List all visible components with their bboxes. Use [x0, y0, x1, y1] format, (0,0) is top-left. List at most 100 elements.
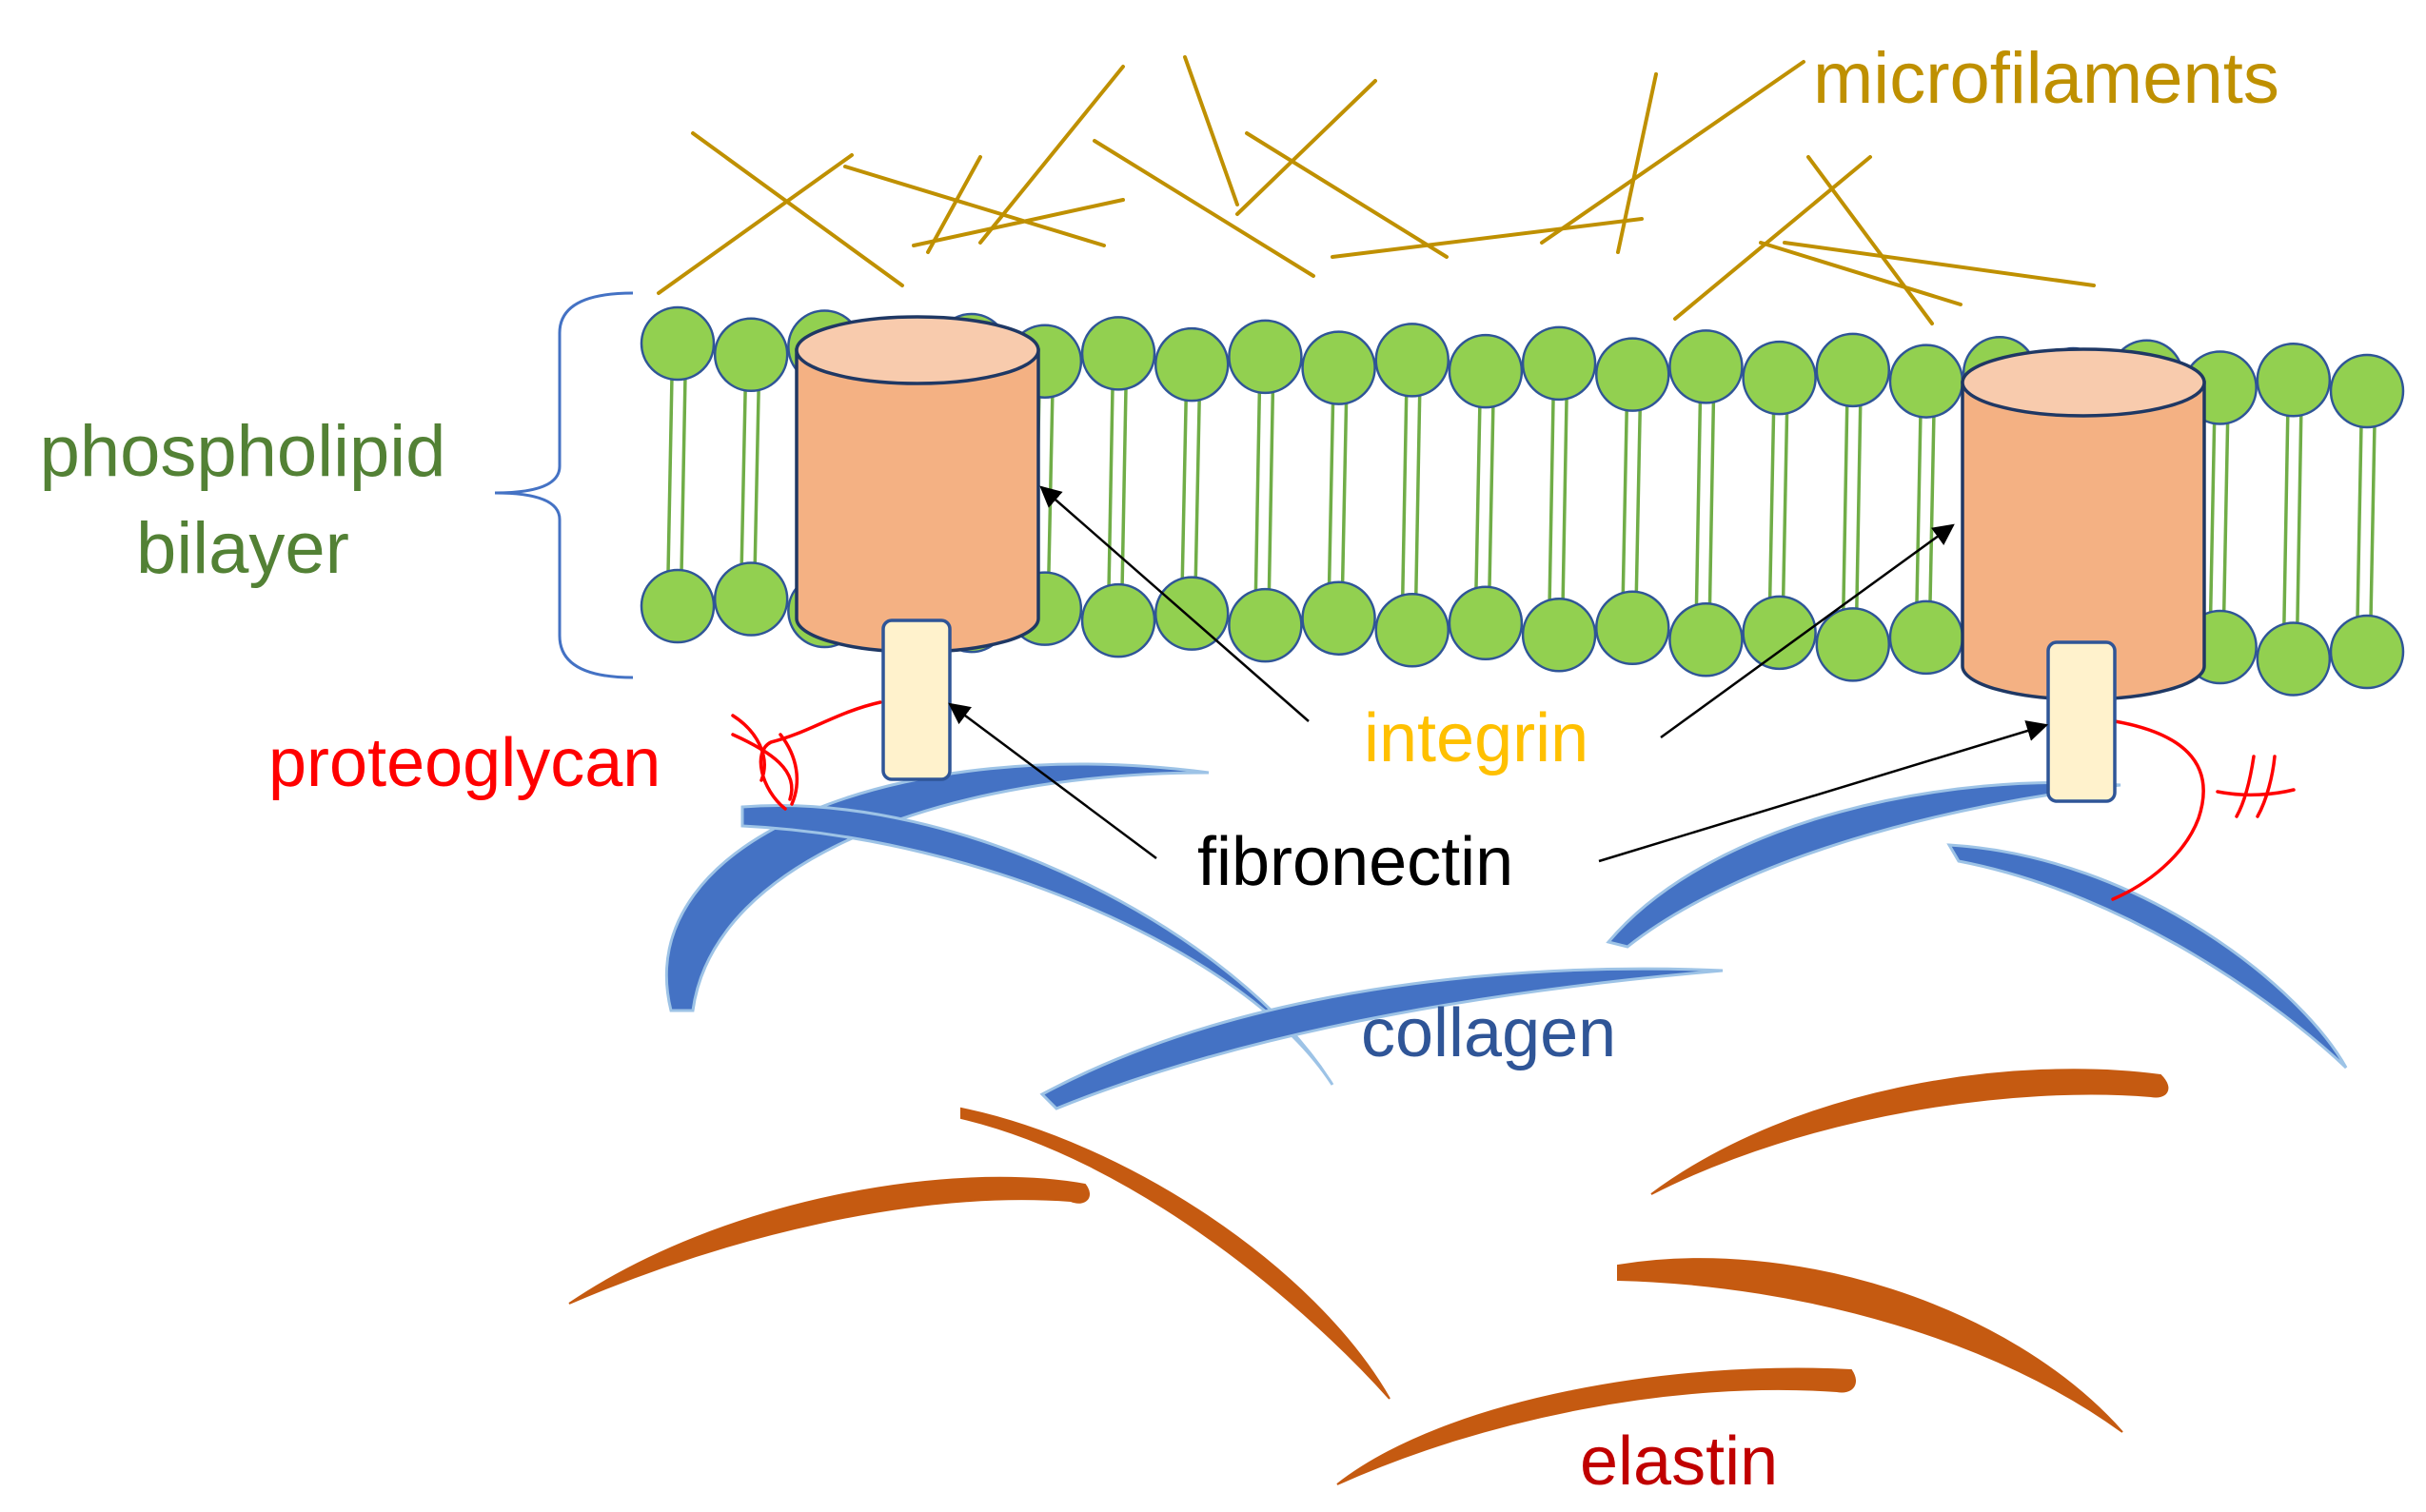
lipid-tail — [2356, 422, 2363, 620]
elastin-fiber — [1650, 1069, 2169, 1195]
microfilament-strand — [978, 65, 1125, 245]
microfilament-strand — [1806, 155, 1934, 325]
lipid-head — [2329, 353, 2405, 429]
collagen-fiber — [664, 762, 1210, 1012]
lipid-tail — [1634, 406, 1643, 596]
microfilament-strand — [1616, 72, 1658, 254]
microfilament-strand — [1540, 60, 1805, 245]
elastin-fibers — [568, 1069, 2169, 1485]
label-fibronectin: fibronectin — [1197, 824, 1513, 900]
lipid-head — [1374, 592, 1450, 668]
elastin-fiber — [960, 1107, 1391, 1400]
proteoglycan-left — [731, 700, 882, 811]
lipid-head — [1448, 585, 1524, 660]
lipid-tail — [1915, 413, 1923, 605]
lipid-tail — [1327, 400, 1335, 586]
collagen-fiber — [1039, 967, 1724, 1110]
microfilament-strand — [1673, 155, 1872, 321]
lipid-head — [2256, 343, 2332, 418]
lipid-head — [1080, 582, 1156, 658]
lipid-head — [1595, 590, 1670, 666]
collagen-fibers — [664, 762, 2348, 1110]
lipid-head — [1154, 576, 1230, 651]
lipid-head — [640, 305, 716, 382]
lipid-head — [2256, 621, 2332, 697]
label-microfilaments: microfilaments — [1813, 38, 2279, 119]
lipid-head — [1448, 333, 1524, 409]
collagen-fiber — [1946, 843, 2348, 1070]
lipid-tail — [1694, 399, 1703, 608]
microfilament-strand — [1093, 139, 1315, 278]
lipid-tail — [1855, 402, 1863, 613]
lipid-head — [1374, 323, 1450, 398]
lipid-head — [1888, 344, 1964, 419]
elastin-fiber — [1617, 1258, 2123, 1433]
lipid-head — [1888, 599, 1964, 676]
lipid-tail — [1767, 410, 1776, 600]
lipid-tail — [1340, 400, 1349, 586]
microfilament-strand — [1245, 131, 1449, 259]
integrin-left-body — [795, 348, 1040, 654]
lipid-head — [1301, 330, 1376, 405]
lipid-tail — [1267, 388, 1275, 594]
microfilament-strand — [691, 131, 904, 287]
lipid-tail — [1180, 397, 1188, 581]
lipid-tail — [2296, 412, 2303, 627]
microfilament-strand — [657, 153, 854, 295]
lipid-head — [1668, 602, 1744, 677]
collagen-fiber — [740, 804, 1334, 1086]
bilayer-brace — [494, 291, 634, 679]
lipid-head — [2329, 614, 2405, 690]
lipid-tail — [1120, 385, 1128, 589]
microfilament-strand — [1783, 241, 2096, 287]
microfilament-network — [657, 55, 2096, 325]
elastin-fiber — [1336, 1367, 1856, 1485]
label-proteoglycan: proteoglycan — [268, 725, 661, 801]
lipid-tail — [1561, 395, 1568, 603]
integrin-right-top — [1961, 347, 2206, 418]
lipid-head — [1815, 607, 1891, 682]
lipid-head — [1301, 580, 1376, 656]
microfilament-strand — [912, 198, 1125, 247]
fibronectin-left — [881, 619, 952, 781]
lipid-head — [713, 561, 789, 637]
label-phospholipid-line1: phospholipid — [40, 411, 446, 492]
integrin-left-top — [795, 315, 1040, 385]
arrow-integrin-right — [1660, 523, 1955, 739]
fibronectin-right — [2046, 640, 2117, 803]
lipid-head — [640, 568, 716, 644]
lipid-tail — [1107, 385, 1114, 589]
collagen-fiber — [1606, 780, 2121, 949]
lipid-head — [1228, 319, 1303, 395]
lipid-head — [1742, 340, 1817, 416]
label-collagen: collagen — [1361, 995, 1616, 1071]
lipid-head — [1521, 598, 1597, 673]
lipid-tail — [1400, 392, 1409, 599]
lipid-tail — [1928, 413, 1936, 605]
microfilament-strand — [843, 165, 1106, 247]
lipid-tail — [1413, 392, 1422, 599]
microfilament-strand — [1759, 241, 1962, 306]
lipid-tail — [1047, 393, 1055, 577]
lipid-tail — [680, 375, 687, 575]
lipid-tail — [1253, 388, 1262, 594]
lipid-head — [1521, 325, 1597, 402]
lipid-head — [1742, 595, 1817, 671]
lipid-tail — [1193, 397, 1201, 581]
elastin-fiber — [568, 1176, 1090, 1305]
integrin-left — [795, 315, 1040, 654]
label-arrows — [948, 485, 2049, 863]
label-elastin: elastin — [1580, 1424, 1778, 1500]
microfilament-strand — [1331, 217, 1644, 259]
lipid-tail — [740, 386, 747, 567]
lipid-head — [1668, 329, 1744, 404]
lipid-head — [1228, 587, 1303, 663]
microfilament-strand — [926, 155, 982, 254]
lipid-tail — [1548, 395, 1555, 603]
lipid-tail — [2221, 420, 2230, 615]
microfilament-strand — [1235, 79, 1377, 216]
lipid-head — [1815, 332, 1891, 408]
label-phospholipid-line2: bilayer — [136, 508, 349, 589]
integrin-right — [1961, 347, 2206, 701]
